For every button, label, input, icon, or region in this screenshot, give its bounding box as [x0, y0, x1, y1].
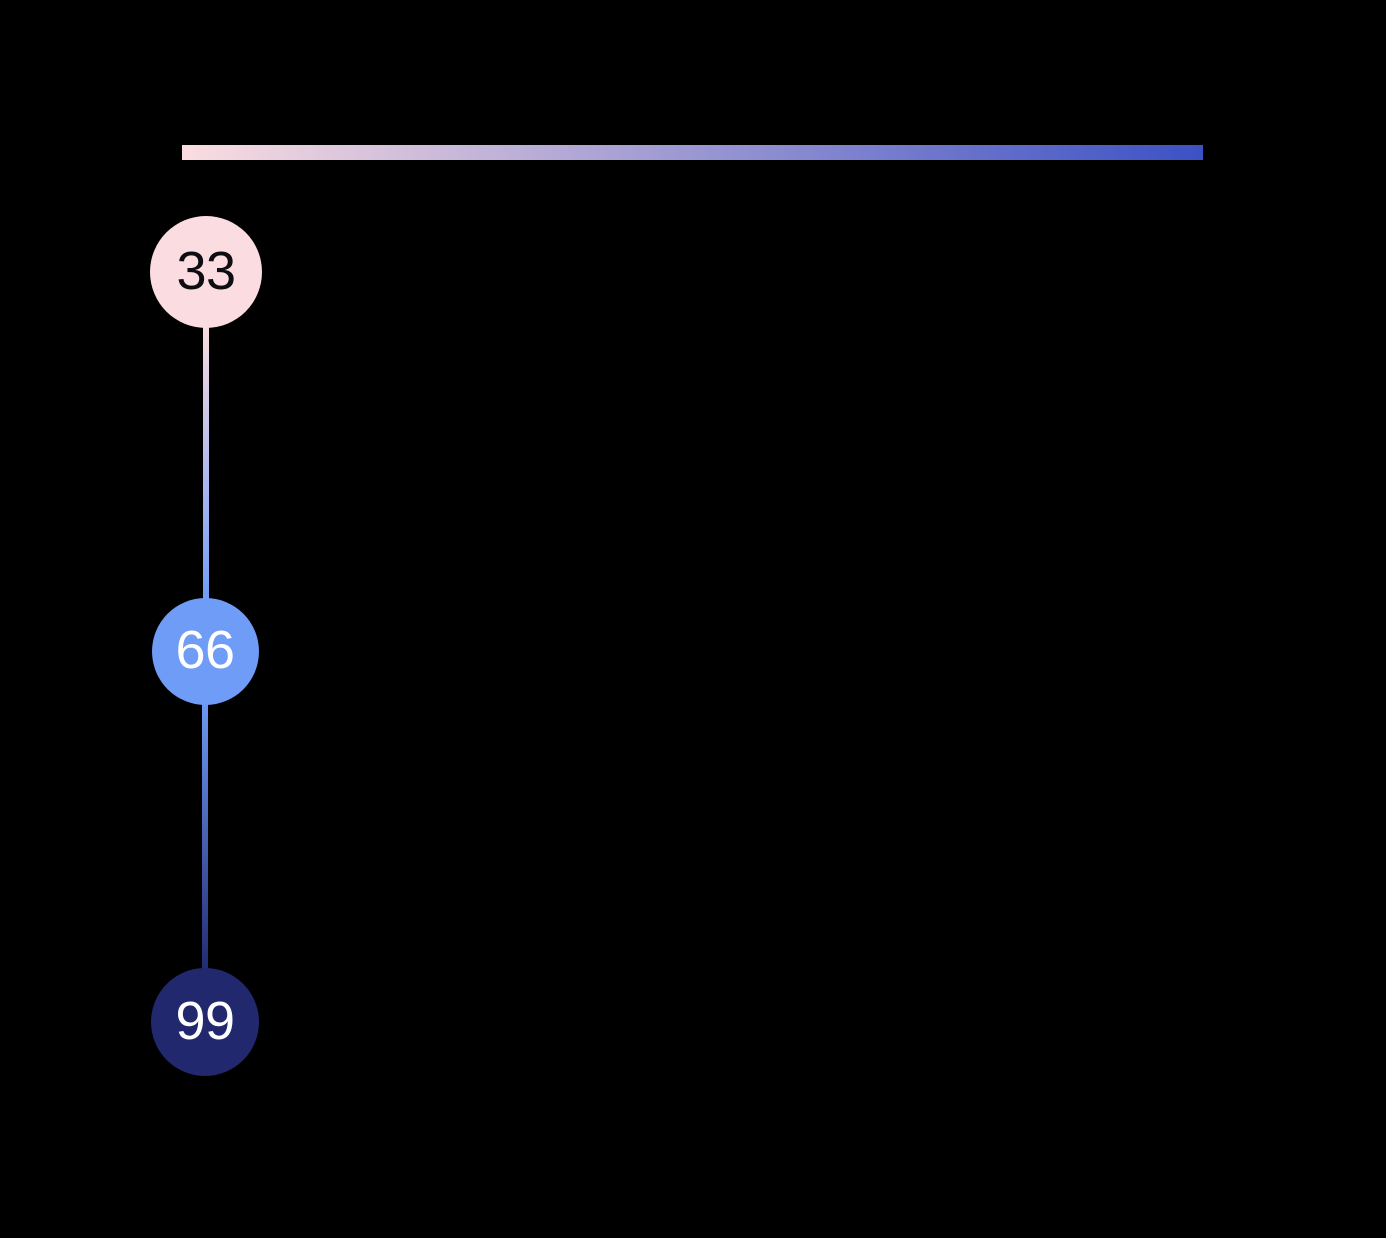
milestone-node-66-label: 66 [175, 620, 235, 680]
vertical-milestone-timeline: 33 66 99 [0, 0, 420, 1238]
milestone-node-66[interactable]: 66 [151, 597, 259, 705]
milestone-node-99[interactable]: 99 [151, 968, 259, 1076]
connector-66-99 [202, 696, 208, 976]
progress-gradient-bar [182, 145, 1203, 160]
milestone-node-33-label: 33 [176, 241, 236, 301]
milestone-node-33[interactable]: 33 [150, 216, 262, 328]
milestone-node-99-label: 99 [175, 991, 235, 1051]
connector-33-66 [203, 320, 209, 606]
